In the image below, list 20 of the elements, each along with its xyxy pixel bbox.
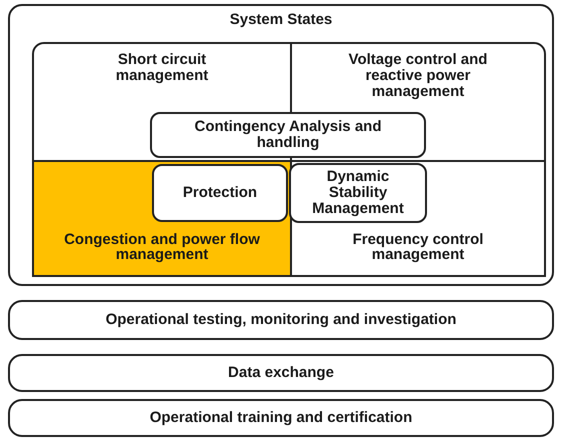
box-label: Short circuit management [114, 52, 210, 84]
box-label: Operational testing, monitoring and investigation [106, 312, 456, 328]
box-label: Frequency control management [352, 232, 484, 263]
box-label: Voltage control and reactive power management [348, 52, 488, 100]
process-box [152, 164, 288, 222]
process-box [8, 399, 554, 437]
box-label: Dynamic Stability Management [311, 169, 405, 217]
box-label: Contingency Analysis and handling [194, 119, 382, 151]
process-box [289, 163, 427, 223]
panel-box [8, 4, 554, 286]
box-label: Operational training and certification [150, 410, 412, 426]
region-box [32, 160, 292, 277]
process-box [8, 300, 554, 340]
box-label: System States [230, 12, 332, 28]
box-label: Protection [182, 185, 258, 201]
process-box [150, 112, 426, 158]
box-label: Congestion and power flow management [63, 232, 261, 263]
region-box [290, 160, 546, 277]
box-label: Data exchange [228, 365, 334, 381]
process-box [8, 354, 554, 392]
